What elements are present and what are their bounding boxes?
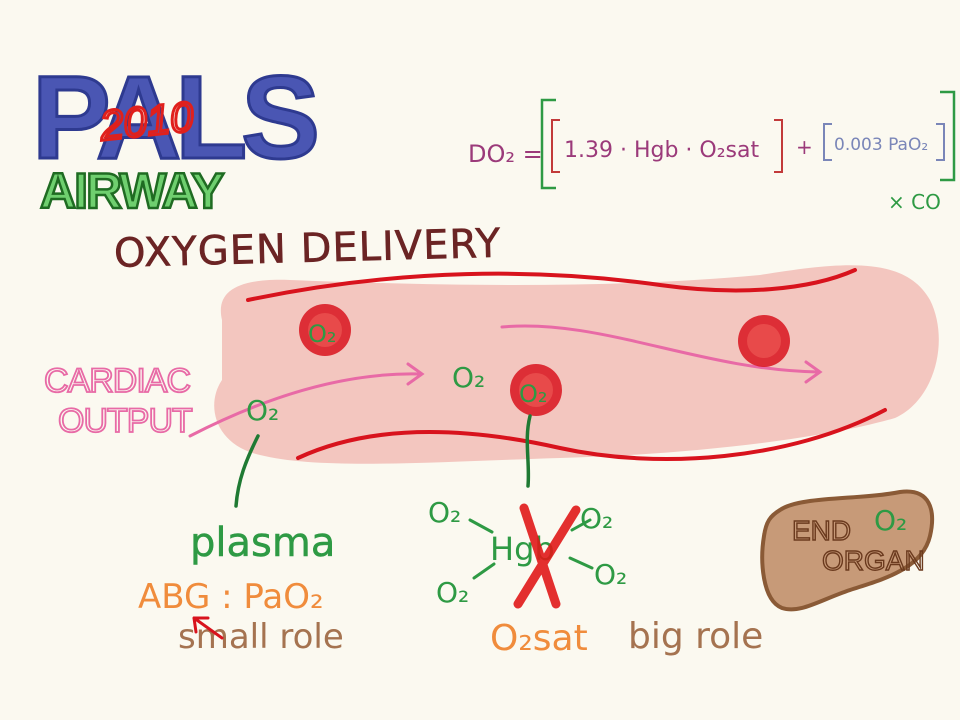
cardiac-output-label: CARDIAC OUTPUT — [43, 361, 194, 441]
rbc-o2-label: O₂ — [519, 380, 548, 408]
big-role-label: big role — [628, 616, 763, 657]
hgb-bond — [468, 518, 494, 534]
o2sat-label: O₂sat — [490, 618, 588, 659]
blood-vessel: O₂ O₂ O₂ O₂ — [188, 265, 939, 464]
red-blood-cell: O₂ — [299, 304, 351, 356]
formula-plus: + — [796, 135, 813, 159]
formula-term-hemoglobin: 1.39 · Hgb · O₂sat — [564, 138, 759, 163]
diagram-title: OXYGEN DELIVERY — [113, 221, 501, 277]
flow-arrow-left — [188, 372, 422, 438]
oxygen-delivery-formula: DO₂ = 1.39 · Hgb · O₂sat + 0.003 PaO₂ × … — [468, 90, 956, 214]
hemoglobin-branch: Hgb O₂ O₂ O₂ O₂ O₂sat big role — [428, 414, 763, 659]
logo-subtitle: AIRWAY — [40, 163, 224, 219]
plasma-o2-label: O₂ — [452, 361, 485, 394]
formula-term-dissolved: 0.003 PaO₂ — [834, 135, 928, 155]
small-role-arrow — [192, 616, 224, 640]
plasma-branch: plasma ABG : PaO₂ small role — [138, 434, 344, 657]
flow-arrow-left-head — [406, 362, 425, 386]
logo-pals: PALS — [32, 52, 316, 184]
logo-year: 2010 — [97, 93, 196, 150]
formula-bracket-left — [540, 98, 556, 190]
formula-bracket-right — [940, 90, 956, 182]
vessel-fill — [214, 265, 939, 464]
small-role-label: small role — [178, 617, 344, 657]
hgb-connector-line — [525, 414, 532, 488]
plasma-connector-line — [234, 434, 260, 508]
formula-inner-bracket-right — [774, 119, 783, 173]
vessel-wall-bottom — [296, 408, 887, 462]
plasma-o2-label: O₂ — [246, 394, 279, 427]
red-blood-cell — [738, 315, 790, 367]
formula-multiplier: × CO — [888, 190, 941, 214]
abg-pao2-label: ABG : PaO₂ — [138, 577, 324, 617]
hgb-bond — [568, 556, 594, 570]
flow-arrow-right — [500, 324, 820, 374]
end-organ-line-1: END — [792, 515, 851, 546]
hgb-bond — [472, 562, 496, 580]
end-organ: END ORGAN O₂ — [760, 489, 935, 612]
plasma-label: plasma — [190, 520, 335, 566]
hgb-o2: O₂ — [594, 558, 627, 591]
end-organ-shape — [760, 489, 935, 612]
logo: PALS 2010 AIRWAY — [31, 51, 324, 221]
end-organ-line-2: ORGAN — [822, 545, 925, 576]
red-blood-cell: O₂ — [510, 364, 562, 416]
formula-dissolved-bracket-left — [823, 123, 832, 161]
formula-dissolved-bracket-right — [936, 123, 945, 161]
hgb-o2: O₂ — [436, 576, 469, 609]
hgb-bond — [570, 518, 592, 532]
hgb-o2: O₂ — [580, 502, 613, 535]
formula-inner-bracket-left — [551, 119, 560, 173]
flow-arrow-right-head — [804, 360, 823, 384]
cardiac-output-line-1: CARDIAC — [44, 362, 190, 400]
hgb-cross-out — [513, 503, 581, 609]
formula-lhs: DO₂ = — [468, 140, 543, 168]
vessel-wall-top — [246, 268, 857, 302]
end-organ-o2: O₂ — [874, 504, 907, 537]
cardiac-output-line-2: OUTPUT — [58, 402, 192, 440]
rbc-o2-label: O₂ — [308, 320, 337, 348]
hgb-o2: O₂ — [428, 496, 461, 529]
